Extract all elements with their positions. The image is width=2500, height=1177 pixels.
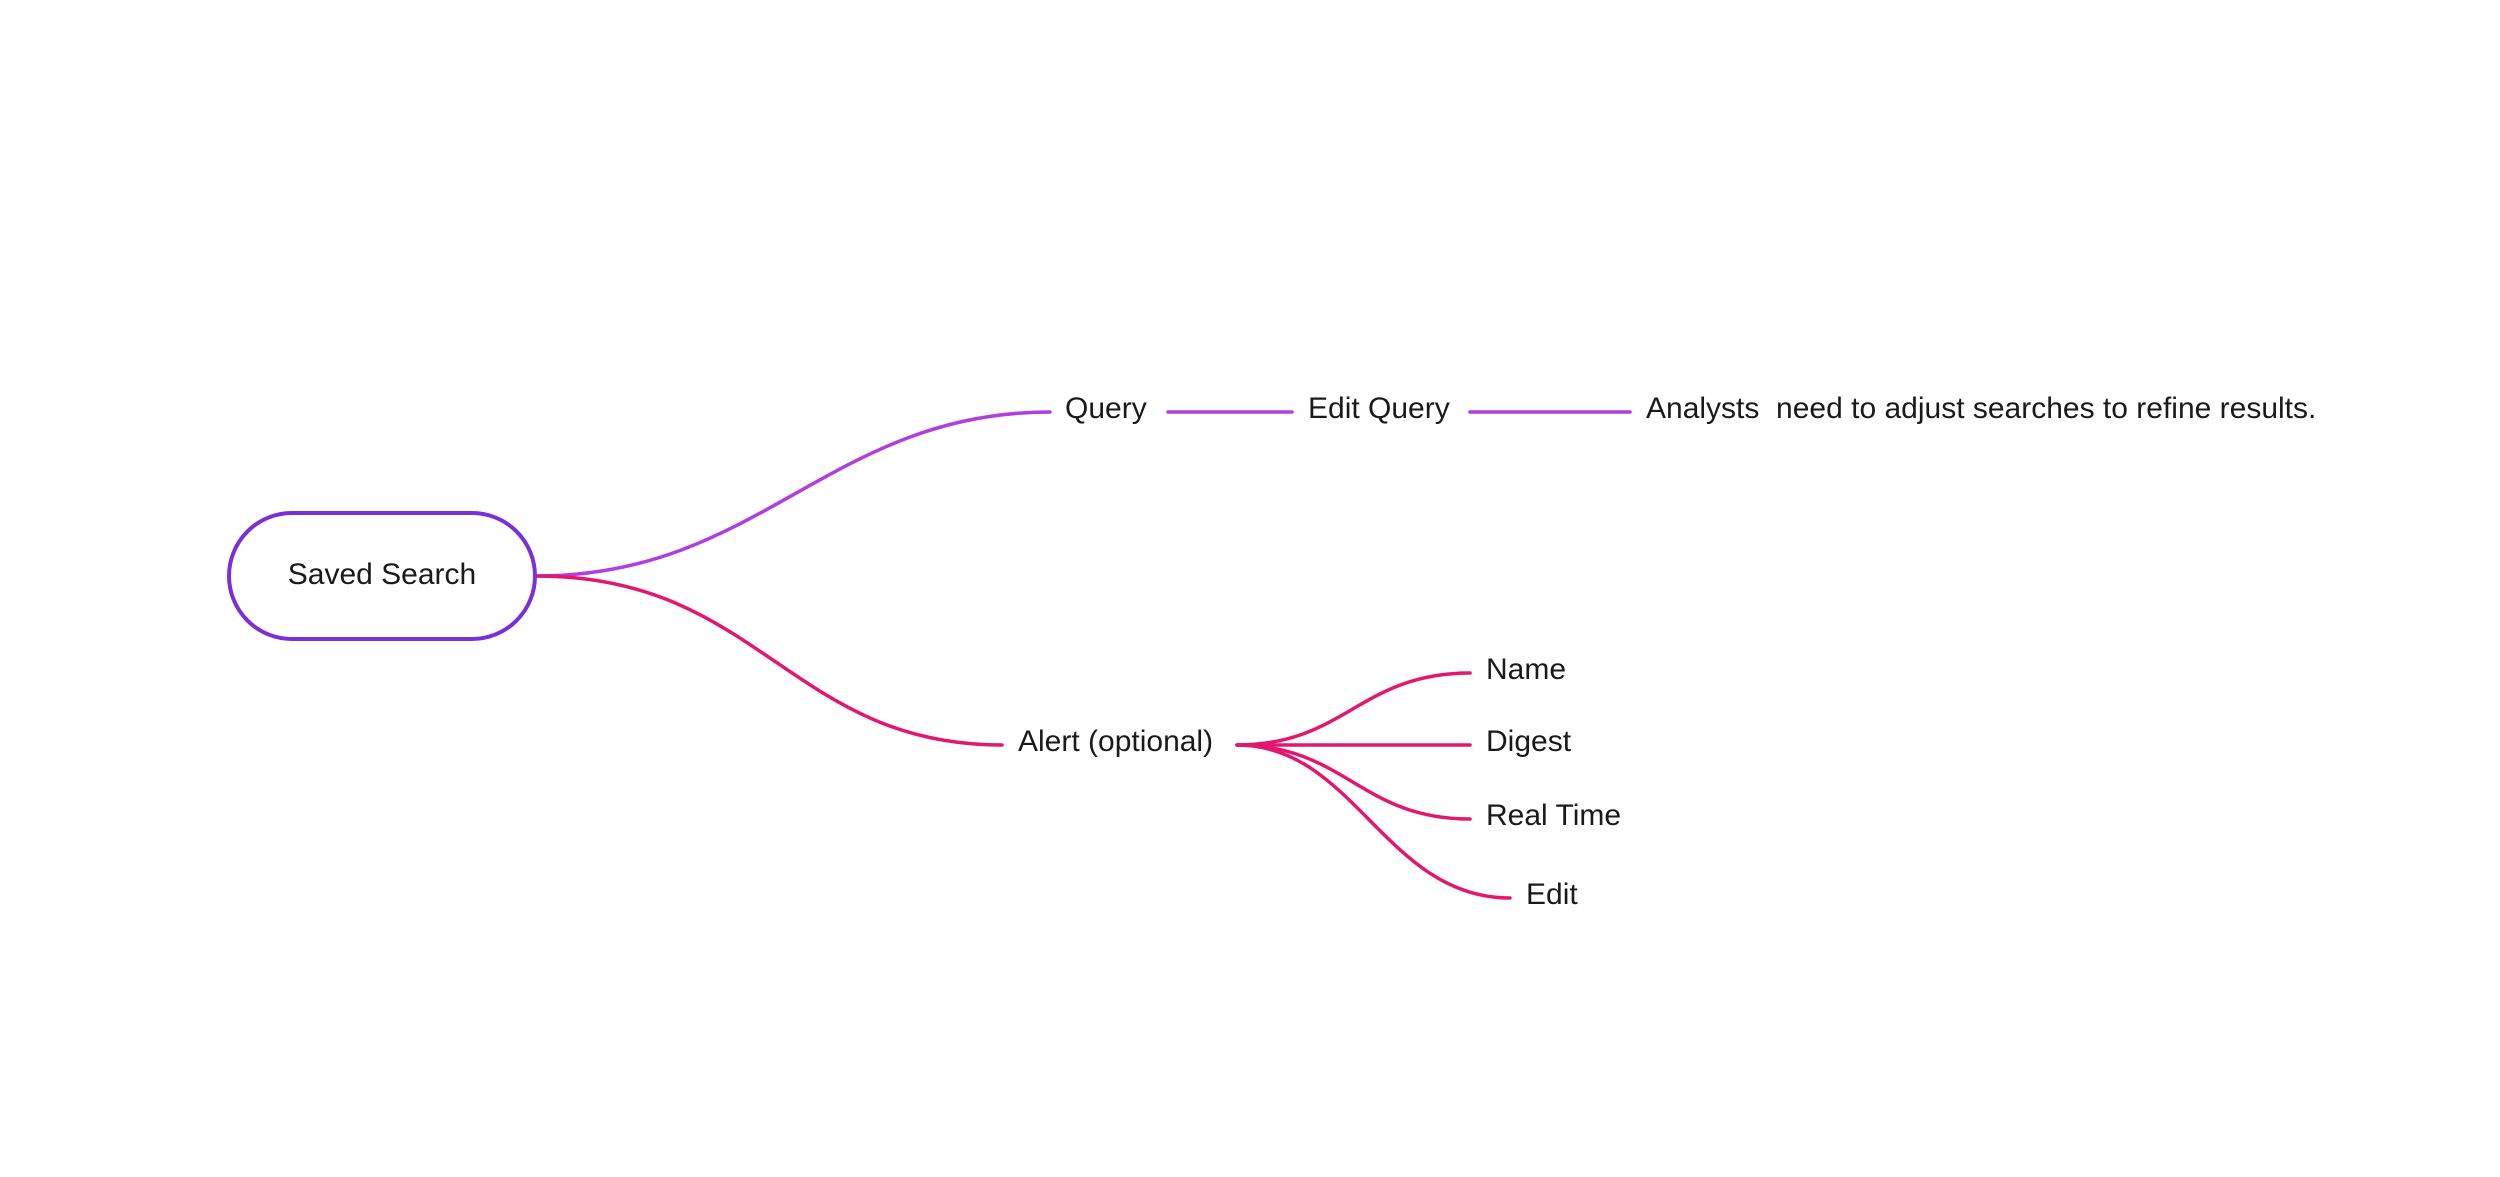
root-node-label: Saved Search [288, 558, 476, 591]
connector-alert-to-name [1235, 671, 1472, 747]
connector-alert-to-edit [1235, 743, 1512, 900]
connector-root-to-query [535, 410, 1052, 578]
node-alert-optional[interactable]: Alert (optional) [1018, 725, 1213, 758]
connector-alert-to-real-time [1235, 743, 1472, 821]
node-query[interactable]: Query [1065, 392, 1147, 425]
node-edit[interactable]: Edit [1526, 878, 1578, 911]
node-digest[interactable]: Digest [1486, 725, 1572, 758]
node-edit-query[interactable]: Edit Query [1308, 392, 1450, 425]
node-real-time[interactable]: Real Time [1486, 799, 1621, 832]
node-name[interactable]: Name [1486, 653, 1566, 686]
node-analysts-note[interactable]: Analysts need to adjust searches to refi… [1646, 392, 2316, 425]
root-node-shape [227, 511, 537, 641]
connector-root-to-alert [535, 574, 1004, 747]
root-node[interactable]: Saved Search [227, 511, 537, 641]
